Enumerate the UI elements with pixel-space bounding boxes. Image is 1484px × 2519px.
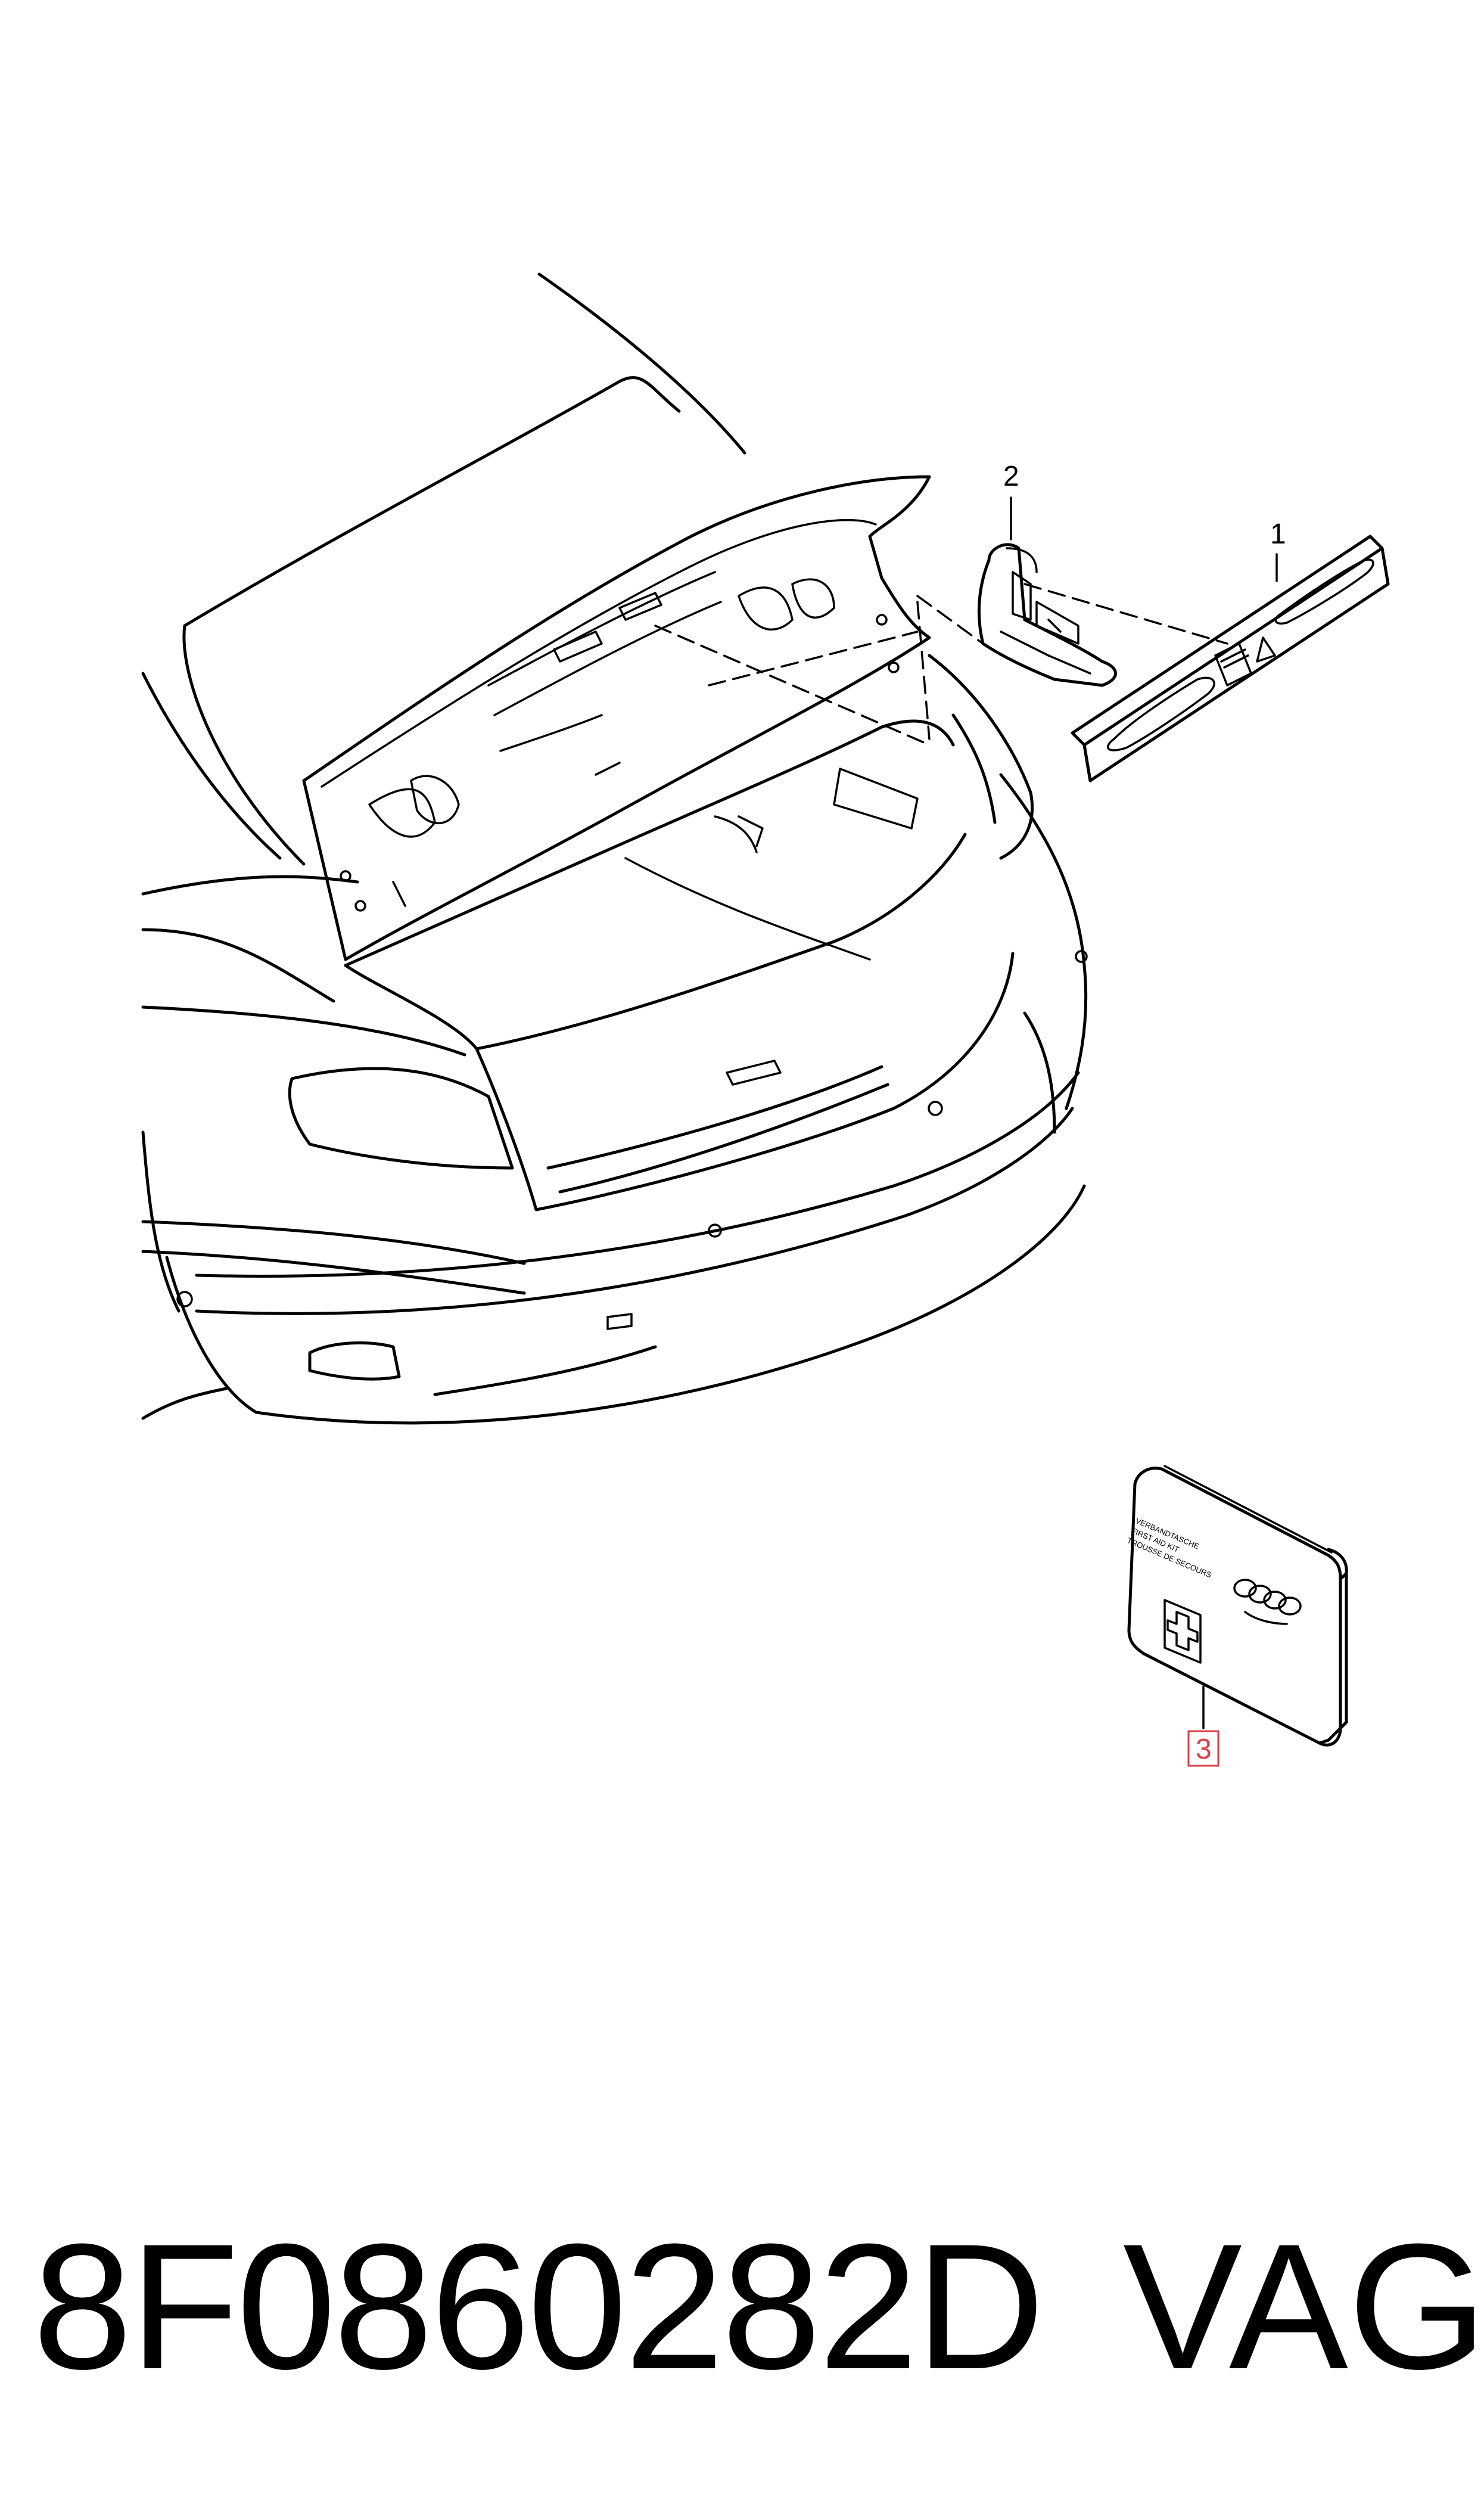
callout-2-label: 2 <box>1003 461 1019 492</box>
callout-3-label: 3 <box>1196 1734 1212 1765</box>
callout-1: 1 <box>1270 518 1286 582</box>
brand-label: VAG <box>1123 2206 1484 2406</box>
part-number: 8F0860282D <box>33 2206 1045 2406</box>
kit-label-text: VERBANDTASCHE FIRST AID KIT TROUSSE DE S… <box>1126 1516 1213 1580</box>
car-body <box>141 272 1088 1425</box>
trunk-lid <box>302 475 931 961</box>
callout-2: 2 <box>1003 461 1019 541</box>
trunk <box>344 719 1015 1212</box>
warning-triangle-part <box>1071 535 1390 782</box>
bracket-part <box>977 543 1117 687</box>
four-rings-logo <box>1233 1579 1302 1625</box>
first-aid-kit-part: VERBANDTASCHE FIRST AID KIT TROUSSE DE S… <box>1126 1465 1348 1747</box>
callout-1-label: 1 <box>1270 518 1286 550</box>
leader-lines <box>654 583 1228 746</box>
first-aid-cross-icon <box>1163 1599 1202 1664</box>
callout-3-highlight-box <box>1187 1730 1219 1767</box>
callout-3: 3 <box>1187 1685 1219 1767</box>
